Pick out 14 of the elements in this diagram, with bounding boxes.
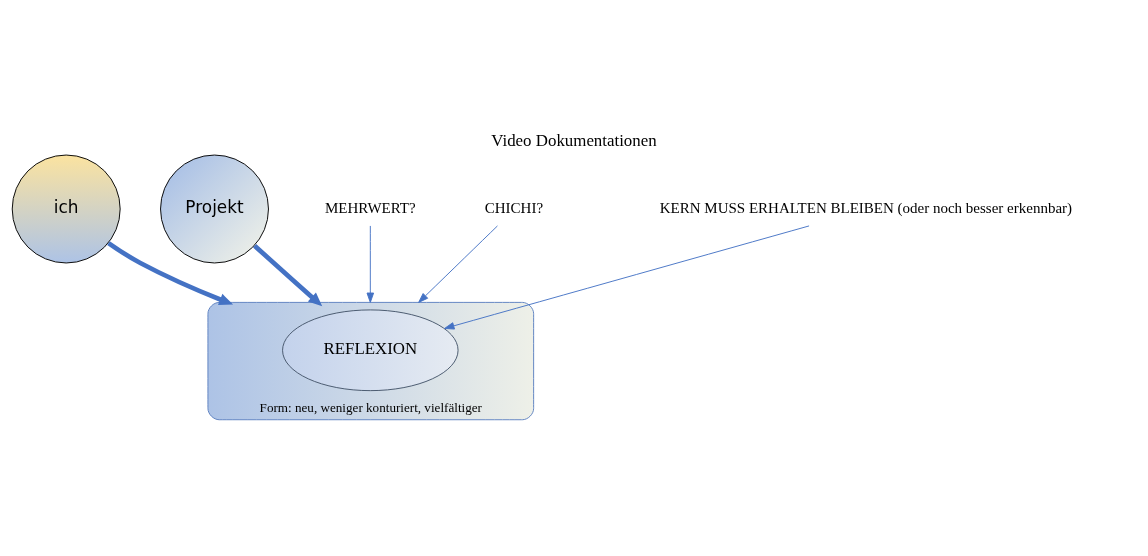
cluster xyxy=(207,301,535,421)
arrow xyxy=(253,244,323,307)
arrow xyxy=(107,241,234,306)
node-text: CHICHI? xyxy=(484,199,544,216)
node-circle: ich xyxy=(11,154,121,264)
node-text: MEHRWERT? xyxy=(324,199,416,216)
node-circle: Projekt xyxy=(160,154,269,264)
diagram-title: Video Dokumentationen xyxy=(491,131,657,151)
node-text: KERN MUSS ERHALTEN BLEIBEN (oder noch besser erkennbar) xyxy=(659,199,1073,216)
node-label: Form: neu, weniger konturiert, vielfältiger xyxy=(259,400,482,416)
arrow xyxy=(444,225,810,330)
arrow xyxy=(366,225,375,303)
arrow xyxy=(418,225,498,303)
node-ellipse: REFLEXION xyxy=(282,309,459,392)
